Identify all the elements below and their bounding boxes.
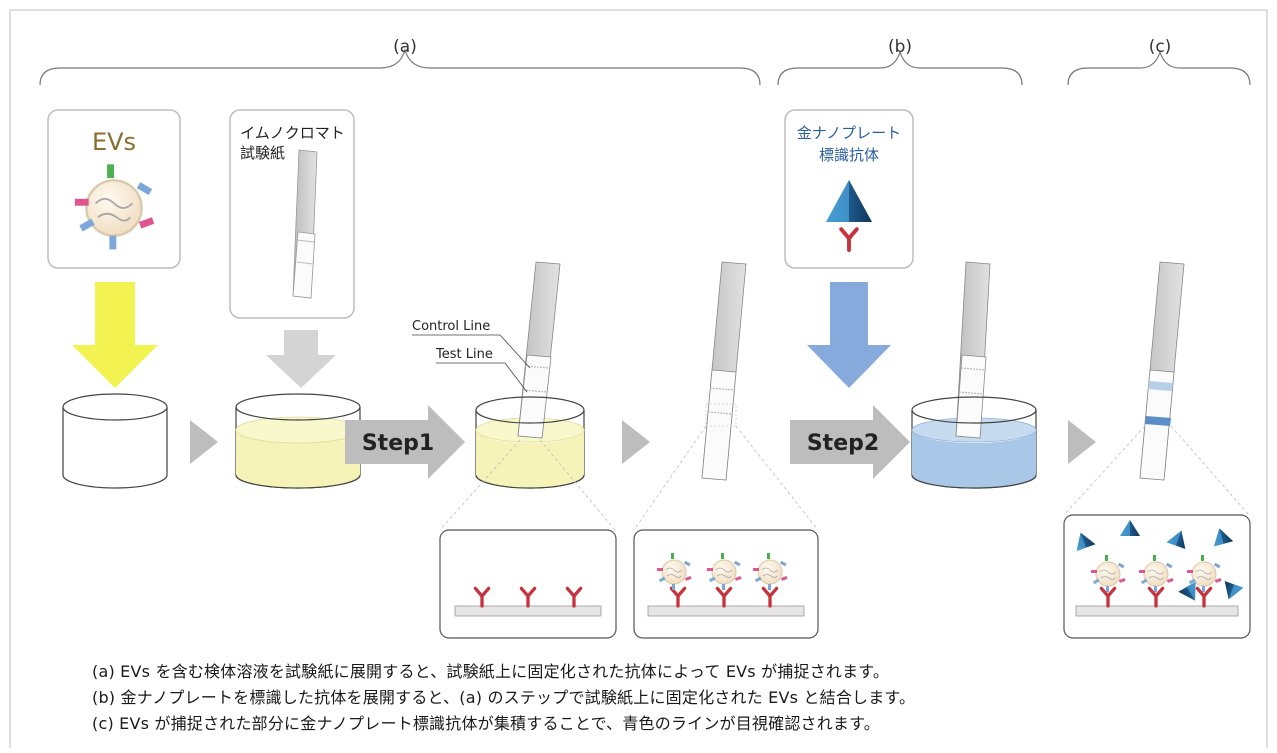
section-a-label: (a) [393,37,417,57]
zoom-box-antibodies [439,529,617,639]
step1-arrow: Step1 [345,405,465,479]
control-line-callout: Control Line [412,319,531,369]
caption-b: (b) 金ナノプレートを標識した抗体を展開すると、(a) のステップで試験紙上に… [92,688,916,707]
strip-after-step1 [701,261,747,481]
zoom-guides [439,425,1250,531]
section-c-label: (c) [1149,37,1172,57]
strip-label-line1: イムノクロマト [240,124,345,142]
test-line-label: Test Line [435,347,493,362]
flow-arrow-1 [190,420,218,464]
control-line-label: Control Line [412,319,490,334]
gold-label-line2: 標識抗体 [819,146,879,164]
test-line-band [1145,416,1171,426]
evs-box: EVs [47,109,181,269]
gold-antibody-box: 金ナノプレート 標識抗体 [784,109,914,269]
step2-arrow: Step2 [790,405,910,479]
test-strip-icon [292,149,318,299]
gray-down-arrow [266,330,336,388]
caption-a: (a) EVs を含む検体溶液を試験紙に展開すると、試験紙上に固定化された抗体に… [92,662,890,681]
result-strip [1139,261,1185,481]
step2-cup-with-strip [911,261,1037,489]
frame-border [9,9,1268,748]
brace-b [777,49,1023,86]
evs-label: EVs [92,128,136,156]
test-line-callout: Test Line [435,347,528,393]
brace-c [1067,49,1251,86]
empty-cup [62,393,168,489]
yellow-sample-cup [235,393,361,489]
step1-cup-with-strip [475,261,585,489]
gold-nanoplate-icon [826,180,872,222]
zoom-box-gold-bound [1063,514,1251,639]
control-line-band [1148,381,1173,391]
step1-label: Step1 [362,431,434,456]
step2-label: Step2 [807,431,879,456]
zoom-box-captured-evs [633,529,819,639]
caption-c: (c) EVs が捕捉された部分に金ナノプレート標識抗体が集積することで、青色の… [92,714,880,733]
strip-box: イムノクロマト 試験紙 [229,109,355,319]
brace-a [39,47,761,86]
flow-arrow-3 [1068,420,1096,464]
section-b-label: (b) [888,37,912,57]
yellow-down-arrow [72,282,158,388]
blue-down-arrow [807,282,891,388]
gold-label-line1: 金ナノプレート [797,124,901,142]
flow-arrow-2 [622,420,650,464]
strip-label-line2: 試験紙 [240,144,285,162]
